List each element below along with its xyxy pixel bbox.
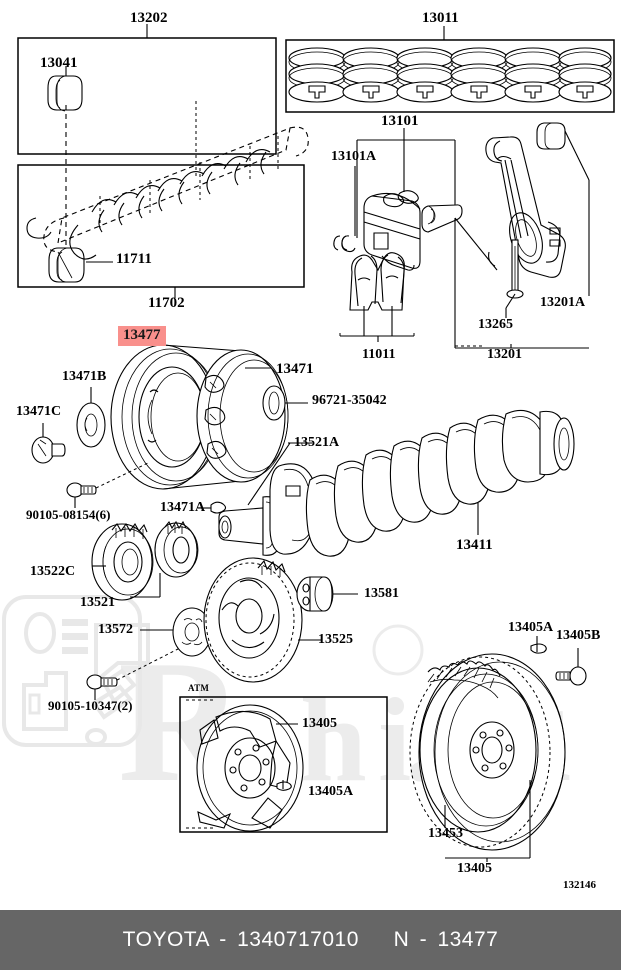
callout-13572: 13572 xyxy=(98,622,133,637)
part-13041-bearing xyxy=(47,66,83,112)
part-13581-collar xyxy=(296,576,358,612)
callout-13453: 13453 xyxy=(428,826,463,841)
part-13101-piston xyxy=(363,190,421,271)
ring-stack-2 xyxy=(342,47,400,103)
ring-stack-3 xyxy=(396,47,454,103)
group-13411-crankshaft xyxy=(218,409,575,557)
callout-13471B: 13471B xyxy=(62,369,107,384)
part-13405B-bolt xyxy=(555,648,587,686)
part-13525-pulley xyxy=(203,557,322,683)
footer-part-number: 1340717010 xyxy=(237,928,359,951)
callout-13265: 13265 xyxy=(478,317,513,332)
callout-13041: 13041 xyxy=(40,55,78,71)
figure-number: 132146 xyxy=(563,879,596,891)
callout-13471A: 13471A xyxy=(160,500,206,515)
part-13405A-pin-inside xyxy=(276,780,292,791)
group-13011-piston-ring-set xyxy=(285,26,615,113)
group-13477-crankshaft-pulley xyxy=(31,332,308,514)
part-13471B-washer xyxy=(76,387,106,448)
part-13101A-circlip xyxy=(341,166,356,253)
part-13265-connecting-rod-bolt xyxy=(505,239,524,318)
callout-13405A-mid: 13405A xyxy=(308,784,354,799)
group-11702-bearing-set xyxy=(17,164,305,298)
callout-13201A: 13201A xyxy=(540,295,586,310)
group-13522C-timing-gear xyxy=(91,520,199,601)
callout-13405B: 13405B xyxy=(556,628,601,643)
ring-stack-6 xyxy=(558,47,612,103)
callout-11702: 11702 xyxy=(148,295,185,311)
footer-suffix-letter: N xyxy=(393,928,410,951)
part-13405A-pin-top xyxy=(530,636,547,654)
callout-13405-bottom: 13405 xyxy=(457,861,492,876)
callout-13521: 13521 xyxy=(80,595,115,610)
footer-dash: - xyxy=(219,928,227,951)
group-13453-flywheel xyxy=(409,636,587,862)
callout-13202: 13202 xyxy=(130,10,168,26)
callout-13101: 13101 xyxy=(381,113,419,129)
callout-90105-10347: 90105-10347(2) xyxy=(48,698,133,713)
callout-13522C: 13522C xyxy=(30,564,76,579)
part-90105-10347-bolt xyxy=(86,647,181,700)
part-90105-08154-bolt xyxy=(66,462,149,508)
group-11011-bearings xyxy=(333,235,415,342)
part-13471A-woodruff-key xyxy=(198,501,227,514)
part-96721-35042-oring xyxy=(262,385,308,421)
ring-stack-4 xyxy=(450,47,508,103)
callout-13581: 13581 xyxy=(364,586,399,601)
footer-text: TOYOTA - 1340717010 N - 13477 xyxy=(123,928,499,952)
callout-13101A: 13101A xyxy=(331,149,377,164)
callout-13525: 13525 xyxy=(318,632,353,647)
callout-13201: 13201 xyxy=(487,347,522,362)
group-13405-drive-plate-atm xyxy=(179,696,388,833)
group-13101-piston-assembly xyxy=(341,122,590,349)
callout-13521A: 13521A xyxy=(294,435,340,450)
callout-90105-08154: 90105-08154(6) xyxy=(26,507,111,522)
part-11711-bearing xyxy=(48,247,113,283)
part-13572-plate xyxy=(140,607,212,657)
ring-stack-1 xyxy=(288,47,346,103)
callout-13471: 13471 xyxy=(276,361,314,377)
crankshaft-ghost-outline xyxy=(26,98,309,260)
part-13201A-bush xyxy=(536,122,590,296)
callout-13405-atm: 13405 xyxy=(302,716,337,731)
callout-13405A-top: 13405A xyxy=(508,620,554,635)
callout-13471C: 13471C xyxy=(16,404,62,419)
ring-stack-5 xyxy=(504,47,562,103)
part-13471C-bolt xyxy=(31,423,66,464)
group-13202-bearing-set xyxy=(17,24,277,268)
part-13201-connecting-rod xyxy=(485,136,566,278)
part-13521-gear xyxy=(130,520,199,598)
footer-suffix-number: 13477 xyxy=(437,928,499,951)
footer-suffix-dash: - xyxy=(419,928,428,951)
exploded-diagram-artwork: .s {fill:none;stroke:#000;stroke-width:1… xyxy=(17,24,615,862)
callout-13477-highlighted: 13477 xyxy=(118,326,166,346)
callout-atm-note: ATM xyxy=(188,683,210,693)
part-13101-piston-pin xyxy=(421,204,463,233)
footer-bar: TOYOTA - 1340717010 N - 13477 xyxy=(0,910,621,970)
footer-brand: TOYOTA xyxy=(122,928,209,951)
callout-13411: 13411 xyxy=(456,537,493,553)
callout-11711: 11711 xyxy=(116,251,152,267)
callout-11011: 11011 xyxy=(362,347,396,362)
callout-13011: 13011 xyxy=(422,10,459,26)
callout-96721-35042: 96721-35042 xyxy=(312,393,387,408)
